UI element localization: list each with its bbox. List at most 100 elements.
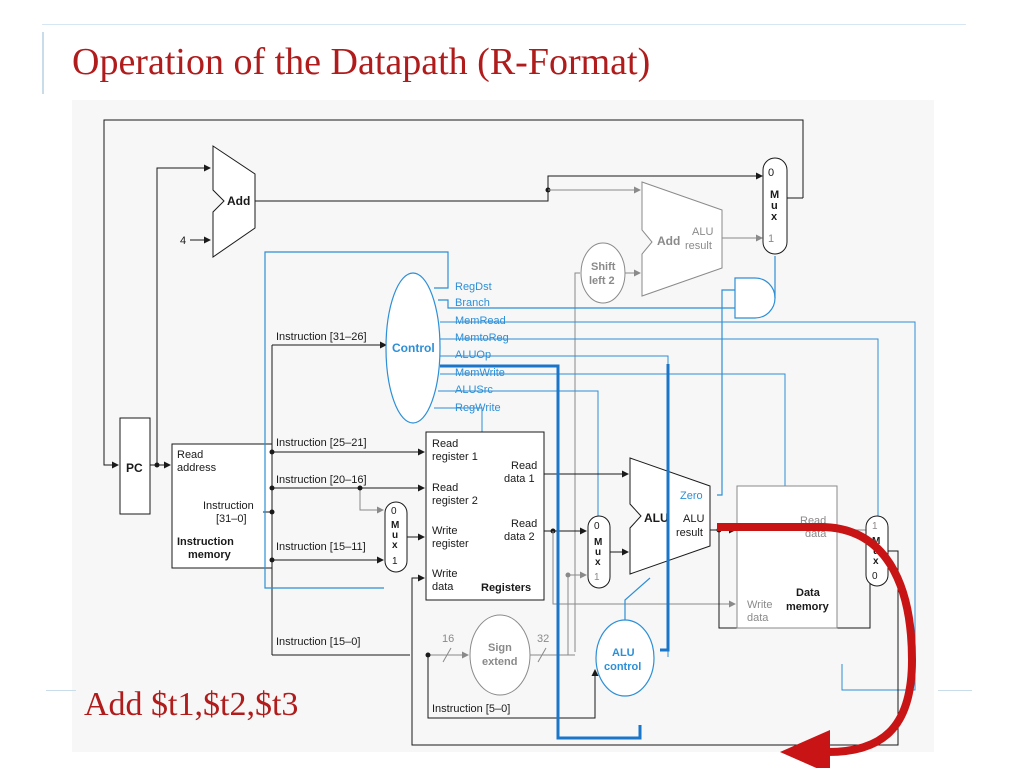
memtoreg-mux-m: M (872, 536, 880, 547)
pcsrc-mux-x: x (771, 211, 778, 223)
imem-instr-1: Instruction (203, 500, 254, 512)
signal-memread: MemRead (455, 315, 506, 327)
control-unit (385, 272, 441, 424)
branch-adder-result-1: ALU (692, 226, 713, 238)
alusrc-mux-zero: 0 (594, 521, 600, 532)
regdst-mux-u: u (392, 530, 398, 541)
rf-rd1-2: data 1 (504, 473, 535, 485)
branch-adder-label: Add (657, 234, 680, 248)
instruction-caption: Add $t1,$t2,$t3 (84, 686, 299, 723)
imem-title-2: memory (188, 549, 232, 561)
rd2-to-dmem-wire (552, 531, 736, 608)
alu-control-2: control (604, 661, 641, 673)
pc-adder (212, 145, 256, 258)
rf-rr2-2: register 2 (432, 495, 478, 507)
memtoreg-mux-zero: 0 (872, 571, 878, 582)
pc-update-wire (103, 119, 804, 469)
field-20-16-label: Instruction [20–16] (276, 474, 367, 486)
instruction-memory (171, 443, 273, 569)
title-top-rule (42, 24, 966, 25)
signal-regwrite: RegWrite (455, 402, 501, 414)
dmem-write-1: Write (747, 599, 772, 611)
rf-rr1-1: Read (432, 438, 458, 450)
pcsrc-mux (762, 157, 788, 255)
pcsrc-mux-zero: 0 (768, 167, 774, 179)
imem-read-1: Read (177, 449, 203, 461)
writeback-wire (411, 550, 899, 746)
branch-wire (438, 299, 735, 309)
branch-and-gate (734, 277, 776, 319)
sign-extend-2: extend (482, 656, 517, 668)
rf-rd1-1: Read (511, 460, 537, 472)
aluop-to-alucontrol-highlight (660, 364, 670, 652)
shift-label-1: Shift (591, 261, 616, 273)
imem-instr-2: [31–0] (216, 513, 247, 525)
result-arrow-head (780, 730, 830, 768)
signext-to-shift-wire (574, 272, 580, 652)
main-alu (629, 457, 711, 575)
alusrc-mux-u: u (595, 547, 601, 558)
funct-wire (427, 655, 599, 719)
alu-label: ALU (644, 511, 669, 525)
shift-left-2 (580, 242, 626, 304)
zero-to-and-wire (717, 289, 735, 496)
alu-zero-label: Zero (680, 490, 703, 502)
memread-wire (440, 321, 916, 691)
alusrc-mux-m: M (594, 537, 602, 548)
regdst-mux-one: 1 (392, 556, 398, 567)
bits-32-tick (537, 647, 547, 663)
rt-junction (357, 485, 363, 491)
regwrite-wire (434, 407, 483, 432)
f20-16-to-mux-wire (359, 488, 384, 514)
signal-regdst: RegDst (455, 281, 492, 293)
register-file (425, 431, 545, 601)
signal-memtoreg: MemtoReg (455, 332, 509, 344)
sign-extend-1: Sign (488, 642, 512, 654)
dmem-title-1: Data (796, 587, 821, 599)
alu-result-2: result (676, 527, 703, 539)
regdst-mux-x: x (392, 540, 398, 551)
aluop-highlight-path (440, 364, 642, 740)
memtoreg-wire (440, 338, 879, 516)
pcsrc-mux-m: M (770, 189, 779, 201)
regdst-mux-m: M (391, 520, 399, 531)
field-15-0-label: Instruction [15–0] (276, 636, 360, 648)
slide-title: Operation of the Datapath (R-Format) (72, 41, 651, 83)
bits-16-label: 16 (442, 633, 454, 645)
branch-adder-result-2: result (685, 240, 712, 252)
bits-32-label: 32 (537, 633, 549, 645)
rf-wd-1: Write (432, 568, 457, 580)
alusrc-mux-one: 1 (594, 572, 600, 583)
alu-control-1: ALU (612, 647, 635, 659)
title-side-rule (42, 32, 44, 94)
signal-branch: Branch (455, 297, 490, 309)
regdst-mux-zero: 0 (391, 506, 397, 517)
shift-label-2: left 2 (589, 275, 615, 287)
rf-wd-2: data (432, 581, 454, 593)
pcsrc-mux-u: u (771, 200, 778, 212)
data-memory (736, 485, 838, 629)
imem-read-2: address (177, 462, 217, 474)
signal-alusrc: ALUSrc (455, 384, 493, 396)
rf-rd2-2: data 2 (504, 531, 535, 543)
control-label: Control (392, 341, 435, 355)
alu-result-1: ALU (683, 513, 704, 525)
result-flow-arrow (717, 523, 917, 756)
regdst-wire (264, 251, 449, 589)
alu-control-out-wire (624, 577, 651, 620)
signal-aluop: ALUOp (455, 349, 491, 361)
pc-register (119, 417, 151, 515)
rf-wr-1: Write (432, 525, 457, 537)
pc-adder-label: Add (227, 194, 250, 208)
rf-rd2-1: Read (511, 518, 537, 530)
signal-memwrite: MemWrite (455, 367, 505, 379)
rf-rr2-1: Read (432, 482, 458, 494)
memwrite-wire (440, 373, 786, 486)
rf-rr1-2: register 1 (432, 451, 478, 463)
field-5-0-label: Instruction [5–0] (432, 703, 510, 715)
alusrc-mux-x: x (595, 557, 601, 568)
alusrc-wire (438, 390, 599, 517)
pc-label: PC (126, 461, 143, 475)
pc-junction (154, 462, 160, 468)
